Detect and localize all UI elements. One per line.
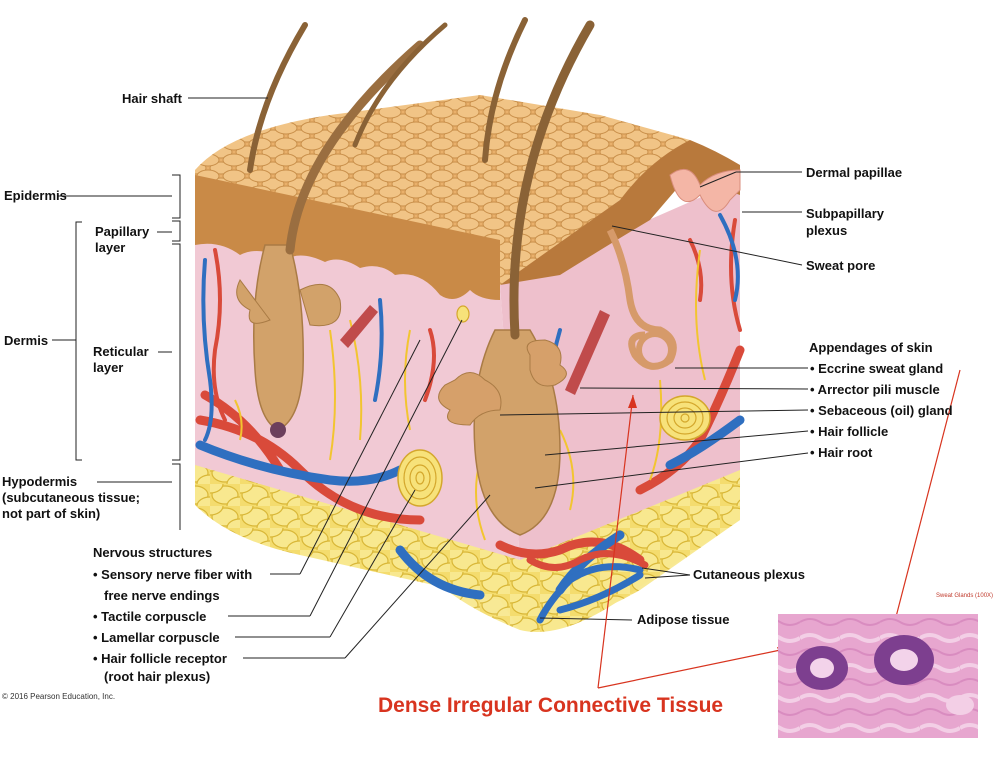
label-hypodermis-1: Hypodermis	[2, 474, 78, 489]
nerve-fibers	[234, 249, 706, 541]
label-hypodermis-3: not part of skin)	[2, 506, 101, 521]
label-reticular-1: Reticular	[93, 344, 149, 359]
label-tactile-corpuscle: • Tactile corpuscle	[93, 609, 207, 624]
hair-shaft-1	[247, 22, 308, 173]
label-dermis: Dermis	[4, 333, 49, 348]
hair-shaft-2	[285, 40, 425, 255]
lamellar-corpuscle-right	[659, 395, 711, 441]
label-eccrine-sweat-gland: • Eccrine sweat gland	[810, 361, 944, 376]
label-sensory-nerve-2: free nerve endings	[104, 588, 220, 603]
annotation-arrows	[597, 369, 961, 689]
label-hair-follicle-receptor-1: • Hair follicle receptor	[93, 651, 227, 666]
vein-vessel	[195, 415, 745, 600]
hair-follicle-left	[253, 244, 304, 431]
label-hair-follicle: • Hair follicle	[810, 424, 889, 439]
cutaneous-plexus-vessels	[536, 563, 644, 624]
cutaneous-plexus-artery	[526, 550, 649, 571]
label-hair-shaft: Hair shaft	[122, 91, 182, 106]
hair-bulb-left	[270, 422, 286, 438]
lamellar-corpuscle-left	[397, 449, 443, 507]
label-nervous-heading: Nervous structures	[93, 545, 213, 560]
label-sensory-nerve-1: • Sensory nerve fiber with	[93, 567, 253, 582]
label-sweat-pore: Sweat pore	[806, 258, 876, 273]
label-papillary-1: Papillary	[95, 224, 150, 239]
label-papillary-2: layer	[95, 240, 126, 255]
hypodermis-fat-front	[400, 480, 740, 630]
sebaceous-gland-center	[438, 339, 567, 426]
artery-vessel	[195, 345, 745, 565]
epidermis-front-band	[195, 175, 500, 300]
label-arrector-pili: • Arrector pili muscle	[810, 382, 940, 397]
label-subpapillary-2: plexus	[806, 223, 848, 238]
label-lamellar-corpuscle: • Lamellar corpuscle	[93, 630, 220, 645]
hair-shaft-5	[509, 20, 595, 340]
tactile-corpuscle	[456, 305, 470, 323]
sebaceous-gland-left	[236, 279, 342, 327]
leader-lines	[52, 97, 809, 659]
label-hypodermis-2: (subcutaneous tissue;	[2, 490, 140, 505]
sweat-gland-micrograph	[778, 614, 978, 738]
label-reticular-2: layer	[93, 360, 124, 375]
micrograph-caption: Sweat Glands (100X)	[936, 593, 994, 599]
eccrine-sweat-gland	[606, 228, 677, 370]
label-appendages-heading: Appendages of skin	[809, 340, 933, 355]
label-dermal-papillae: Dermal papillae	[806, 165, 903, 180]
arrector-pili-left	[340, 305, 378, 348]
hair-shaft-4	[482, 17, 528, 163]
vein-small-vessel	[201, 213, 740, 442]
eccrine-coil	[636, 331, 674, 369]
copyright-text: © 2016 Pearson Education, Inc.	[2, 692, 116, 701]
label-cutaneous-plexus: Cutaneous plexus	[693, 567, 805, 582]
label-sebaceous-gland: • Sebaceous (oil) gland	[810, 403, 953, 418]
hair-shaft-3	[352, 22, 448, 148]
dermal-papillae-shape	[669, 168, 741, 212]
label-epidermis: Epidermis	[4, 188, 67, 203]
label-subpapillary-1: Subpapillary	[806, 206, 885, 221]
annotation-title: Dense Irregular Connective Tissue	[378, 694, 724, 717]
arrector-pili-center	[565, 310, 610, 395]
artery-small-vessel	[211, 218, 742, 422]
label-hair-follicle-receptor-2: (root hair plexus)	[104, 669, 211, 684]
label-adipose-tissue: Adipose tissue	[637, 612, 730, 627]
label-hair-root: • Hair root	[810, 445, 873, 460]
